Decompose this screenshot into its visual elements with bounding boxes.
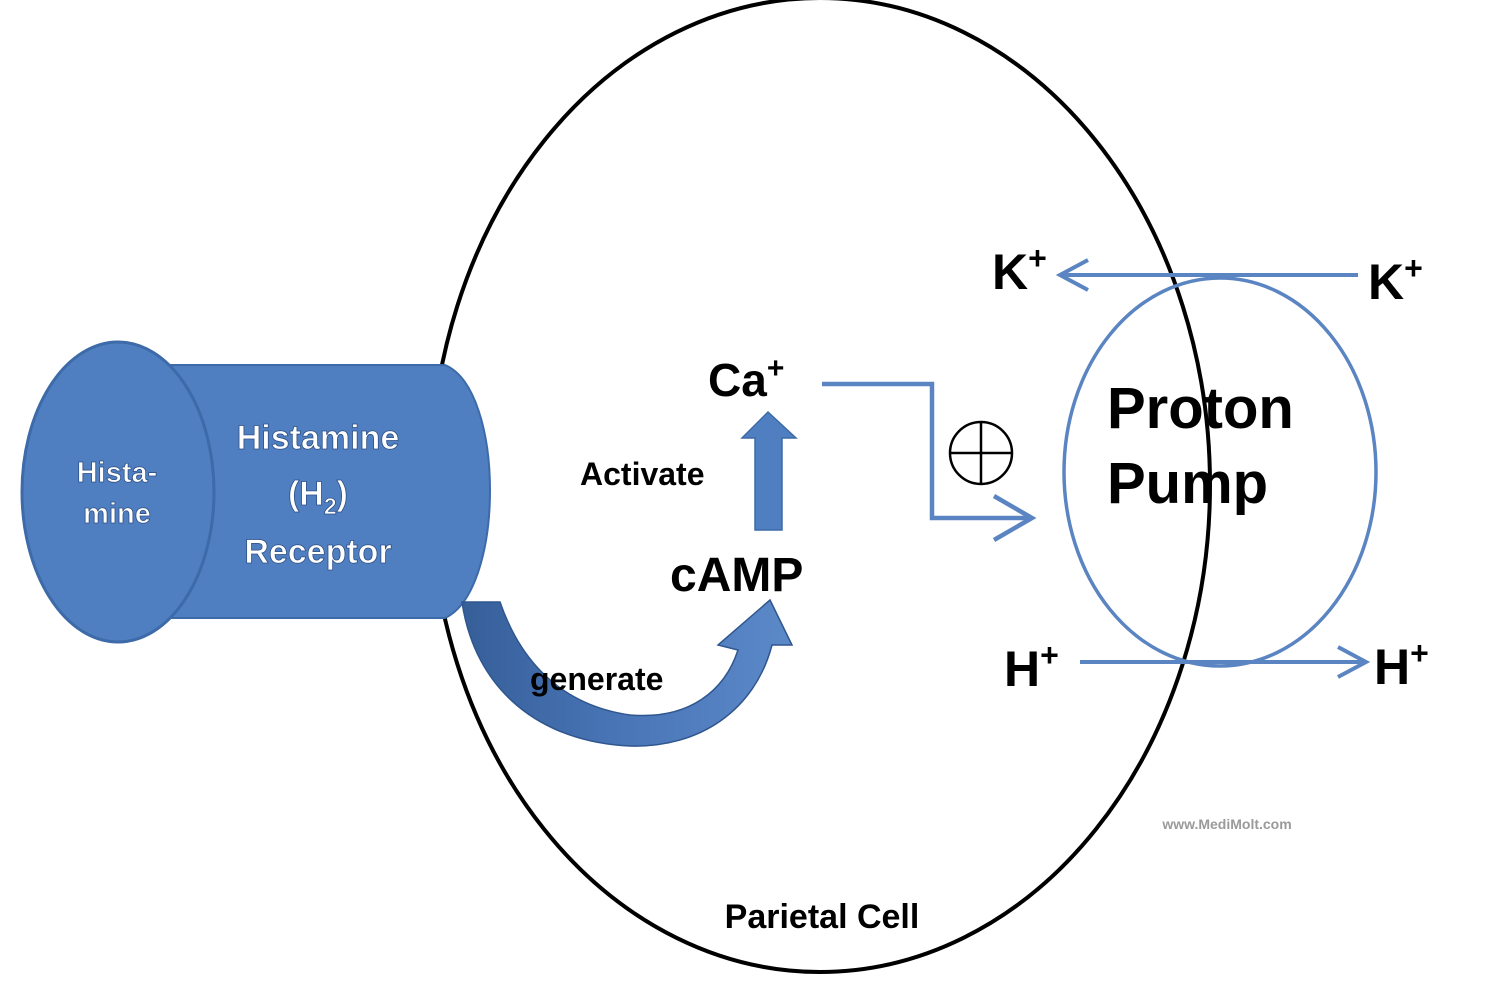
parietal-cell-label: Parietal Cell: [725, 898, 920, 936]
histamine-receptor: [20, 340, 491, 644]
receptor-name-line-2: (H2): [288, 475, 348, 519]
ca-stimulation-arrowhead: [992, 494, 1037, 542]
proton-pump: [1062, 276, 1378, 668]
calcium-ion-label: Ca+: [708, 352, 784, 406]
potassium-out-label: K+: [992, 240, 1047, 300]
camp-label: cAMP: [670, 549, 803, 602]
hydrogen-in-label: H+: [1004, 637, 1059, 697]
watermark: www.MediMolt.com: [1161, 816, 1291, 832]
generate-curved-arrow: [461, 598, 794, 747]
proton-pump-label-1: Proton: [1107, 376, 1294, 441]
receptor-name-line-1: Histamine: [237, 419, 400, 457]
histamine-ligand-label-1: Hista-: [77, 457, 158, 489]
histamine-ligand-label-2: mine: [83, 498, 151, 530]
h-ion-arrowhead: [1337, 645, 1371, 679]
proton-pump-label-2: Pump: [1107, 451, 1268, 516]
activate-label: Activate: [580, 456, 705, 492]
generate-label: generate: [530, 661, 663, 697]
histamine-ligand-end: [20, 340, 216, 644]
potassium-in-label: K+: [1368, 250, 1423, 310]
receptor-name-line-3: Receptor: [244, 533, 391, 571]
k-ion-arrowhead: [1055, 258, 1089, 292]
hydrogen-out-label: H+: [1374, 635, 1429, 695]
parietal-cell-membrane: [428, 0, 1212, 974]
activate-arrow: [740, 410, 798, 531]
ca-stimulation-connector: [822, 381, 1030, 521]
receptor-body: [119, 364, 491, 619]
